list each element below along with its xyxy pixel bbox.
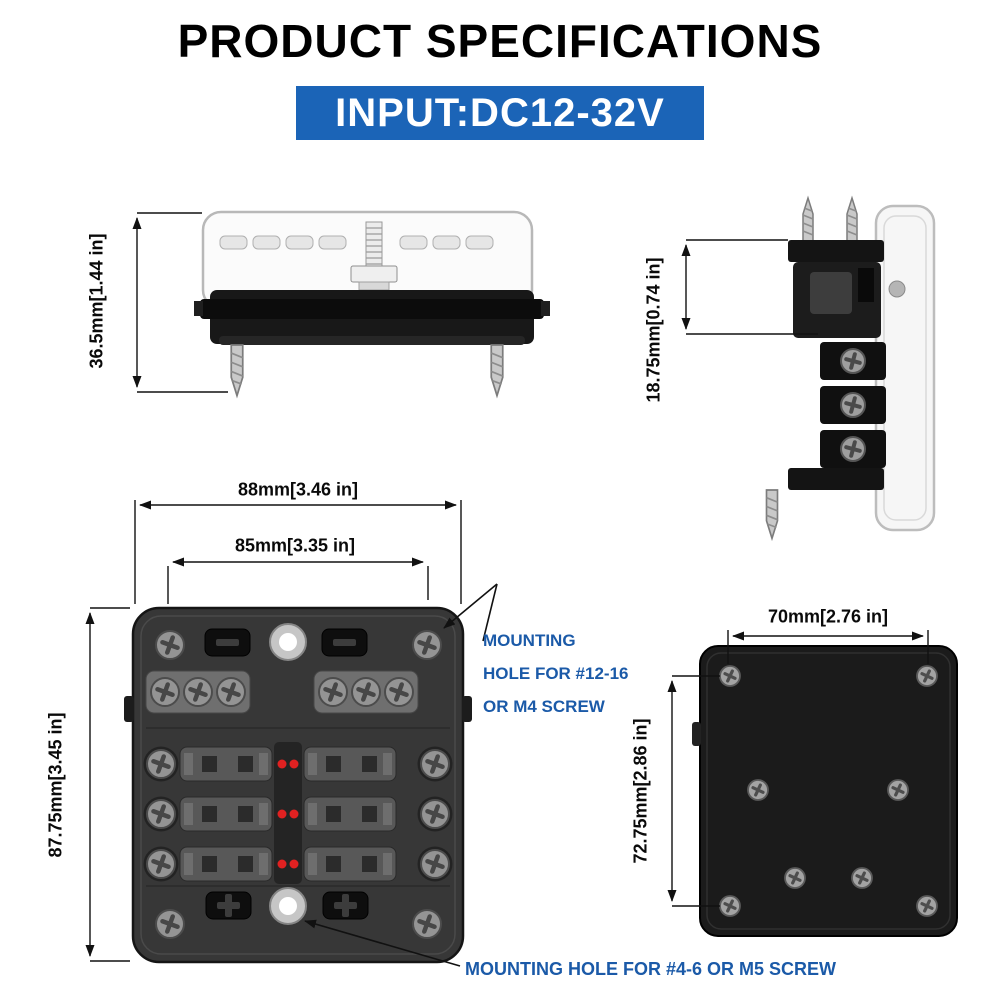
led-indicator <box>277 859 287 869</box>
fuse <box>179 796 273 832</box>
lower-lip <box>219 336 525 345</box>
led-indicator <box>277 809 287 819</box>
back-screw <box>850 866 874 890</box>
fuse <box>303 846 397 882</box>
terminal-screw <box>319 678 347 706</box>
annotation-line: OR M4 SCREW <box>483 697 605 716</box>
negative-terminal <box>204 628 251 657</box>
terminal-screw <box>385 678 413 706</box>
corner-mounting-screw <box>156 910 184 938</box>
side-tab-left <box>124 696 134 722</box>
led-indicator <box>289 859 299 869</box>
leader-corner-hole-arrow <box>443 583 498 629</box>
side-tab-left <box>692 722 701 746</box>
terminal-screw <box>147 850 175 878</box>
front-side-view <box>194 210 550 397</box>
corner-mounting-screw <box>413 631 441 659</box>
back-inner-edge <box>706 652 951 930</box>
terminal-screw <box>352 678 380 706</box>
dim-back-height-label: 72.75mm[2.86 in] <box>630 718 651 864</box>
led-indicator <box>289 759 299 769</box>
center-mounting-hole-top <box>269 623 307 661</box>
leader-center-hole-arrow <box>304 919 461 967</box>
back-screw <box>718 894 742 918</box>
fuse <box>303 796 397 832</box>
hinge-pin <box>888 280 906 298</box>
top-view <box>124 606 472 964</box>
terminal-screw <box>421 750 449 778</box>
dim-back-width-label: 70mm[2.76 in] <box>767 606 889 627</box>
dim-overall-width-label: 88mm[3.46 in] <box>237 479 359 500</box>
terminal-screw <box>839 347 867 375</box>
terminal-screw <box>839 435 867 463</box>
base-flange <box>200 299 544 319</box>
terminal-screw <box>184 678 212 706</box>
input-voltage-label: INPUT:DC12-32V <box>335 90 665 135</box>
bottom-flange <box>788 468 884 490</box>
panel-seam <box>146 727 450 887</box>
clip-window <box>810 272 852 314</box>
profile-side-view <box>765 197 936 540</box>
back-screw <box>746 778 770 802</box>
corner-mounting-screw <box>413 910 441 938</box>
back-screw <box>718 664 742 688</box>
fuse-row <box>143 846 453 882</box>
annotation-line: HOLE FOR #12-16 <box>483 664 629 683</box>
mounting-screw <box>765 489 779 540</box>
led-strip <box>274 742 302 884</box>
base-inner-edge <box>140 615 456 955</box>
leader-corner-hole <box>482 583 498 642</box>
corner-hole-annotation: MOUNTING HOLE FOR #12-16 OR M4 SCREW <box>483 624 629 723</box>
terminal-screw <box>421 800 449 828</box>
back-screw <box>886 778 910 802</box>
positive-terminal <box>205 891 252 920</box>
center-hole-annotation: MOUNTING HOLE FOR #4-6 OR M5 SCREW <box>465 959 837 979</box>
top-flange <box>788 240 884 262</box>
mounting-screw <box>230 344 244 397</box>
positive-terminal <box>322 891 369 920</box>
mounting-screw <box>802 197 814 243</box>
terminal-screw <box>147 750 175 778</box>
fuse <box>179 746 273 782</box>
annotation-line: MOUNTING <box>483 631 576 650</box>
mounting-screw <box>846 197 858 243</box>
terminal-screw <box>839 391 867 419</box>
dimension-lines <box>85 212 929 967</box>
fuse <box>179 846 273 882</box>
terminal-screw <box>151 678 179 706</box>
clip-slot <box>858 268 874 302</box>
terminal-screw <box>421 850 449 878</box>
dim-hole-spacing-label: 85mm[3.35 in] <box>234 535 356 556</box>
mounting-screw <box>490 344 504 397</box>
side-tab-left <box>194 301 203 316</box>
led-indicator <box>277 759 287 769</box>
center-mounting-hole-bottom <box>269 887 307 925</box>
fuse-row <box>143 746 453 782</box>
input-voltage-banner: INPUT:DC12-32V <box>296 86 704 140</box>
terminal-screw <box>217 678 245 706</box>
back-view <box>692 645 958 937</box>
corner-mounting-screw <box>156 631 184 659</box>
fuse <box>303 746 397 782</box>
terminal-bumps <box>219 235 494 250</box>
side-tab-right <box>462 696 472 722</box>
terminal-screw <box>147 800 175 828</box>
dim-cover-height-label: 36.5mm[1.44 in] <box>86 233 107 369</box>
page-title: PRODUCT SPECIFICATIONS <box>177 15 823 67</box>
back-panel <box>699 645 958 937</box>
negative-terminal <box>321 628 368 657</box>
fuse-row <box>143 796 453 832</box>
side-tab-right <box>541 301 550 316</box>
dim-overall-length-label: 87.75mm[3.45 in] <box>45 712 66 858</box>
back-screw <box>915 664 939 688</box>
back-screw <box>783 866 807 890</box>
center-stud <box>350 221 398 291</box>
dim-terminal-depth-label: 18.75mm[0.74 in] <box>643 257 664 403</box>
led-indicator <box>289 809 299 819</box>
back-screw <box>915 894 939 918</box>
